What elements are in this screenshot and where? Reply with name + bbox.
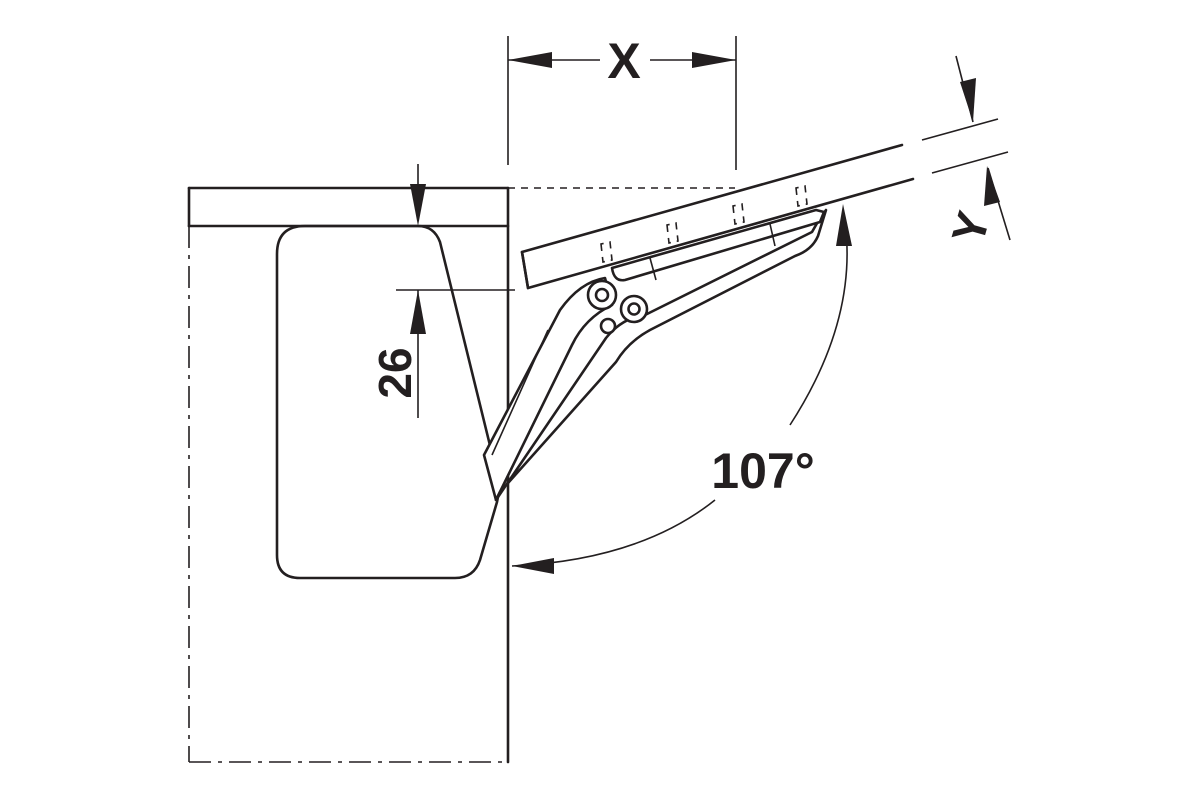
x-label: X	[607, 33, 640, 89]
angle-arc-lower	[511, 499, 716, 567]
x-arrow-left	[508, 52, 552, 68]
flap-front-edge	[520, 250, 530, 290]
angle-arrow-upper	[836, 204, 852, 246]
y-extension-bottom	[931, 151, 1009, 174]
pivot-small	[599, 317, 617, 335]
angle-label: 107°	[711, 443, 814, 499]
plate-rib-2	[769, 223, 776, 247]
pivot-lower	[619, 294, 649, 324]
pivot-lower-pin	[627, 302, 641, 316]
d26-label: 26	[369, 347, 421, 398]
y-extension-top	[921, 118, 999, 141]
lift-arm-inner-edge	[491, 329, 549, 456]
y-label: Y	[941, 206, 999, 250]
pivot-upper-pin	[594, 287, 610, 303]
dimension-26: 26	[369, 164, 515, 418]
cabinet	[187, 186, 510, 764]
flap-screw-markers	[600, 185, 808, 263]
pivot-joints	[586, 279, 649, 335]
dimension-angle: 107°	[511, 204, 852, 574]
d26-arrow-top	[410, 184, 426, 226]
x-arrow-right	[692, 52, 736, 68]
mounting-plate	[610, 208, 826, 282]
plate-rib-1	[649, 257, 657, 281]
lift-arm-lower-link	[494, 208, 828, 502]
flap	[520, 143, 915, 290]
dimension-x: X	[507, 33, 737, 170]
d26-arrow-bottom	[410, 290, 426, 334]
angle-arrow-lower	[512, 558, 554, 574]
angle-arc-upper	[789, 221, 848, 426]
pivot-upper	[586, 279, 618, 311]
y-arrow-bottom	[984, 166, 1000, 206]
dimension-y: Y	[921, 55, 1011, 250]
y-arrow-top	[960, 78, 976, 122]
mechanism-housing	[275, 224, 501, 580]
flap-panel	[520, 143, 915, 290]
